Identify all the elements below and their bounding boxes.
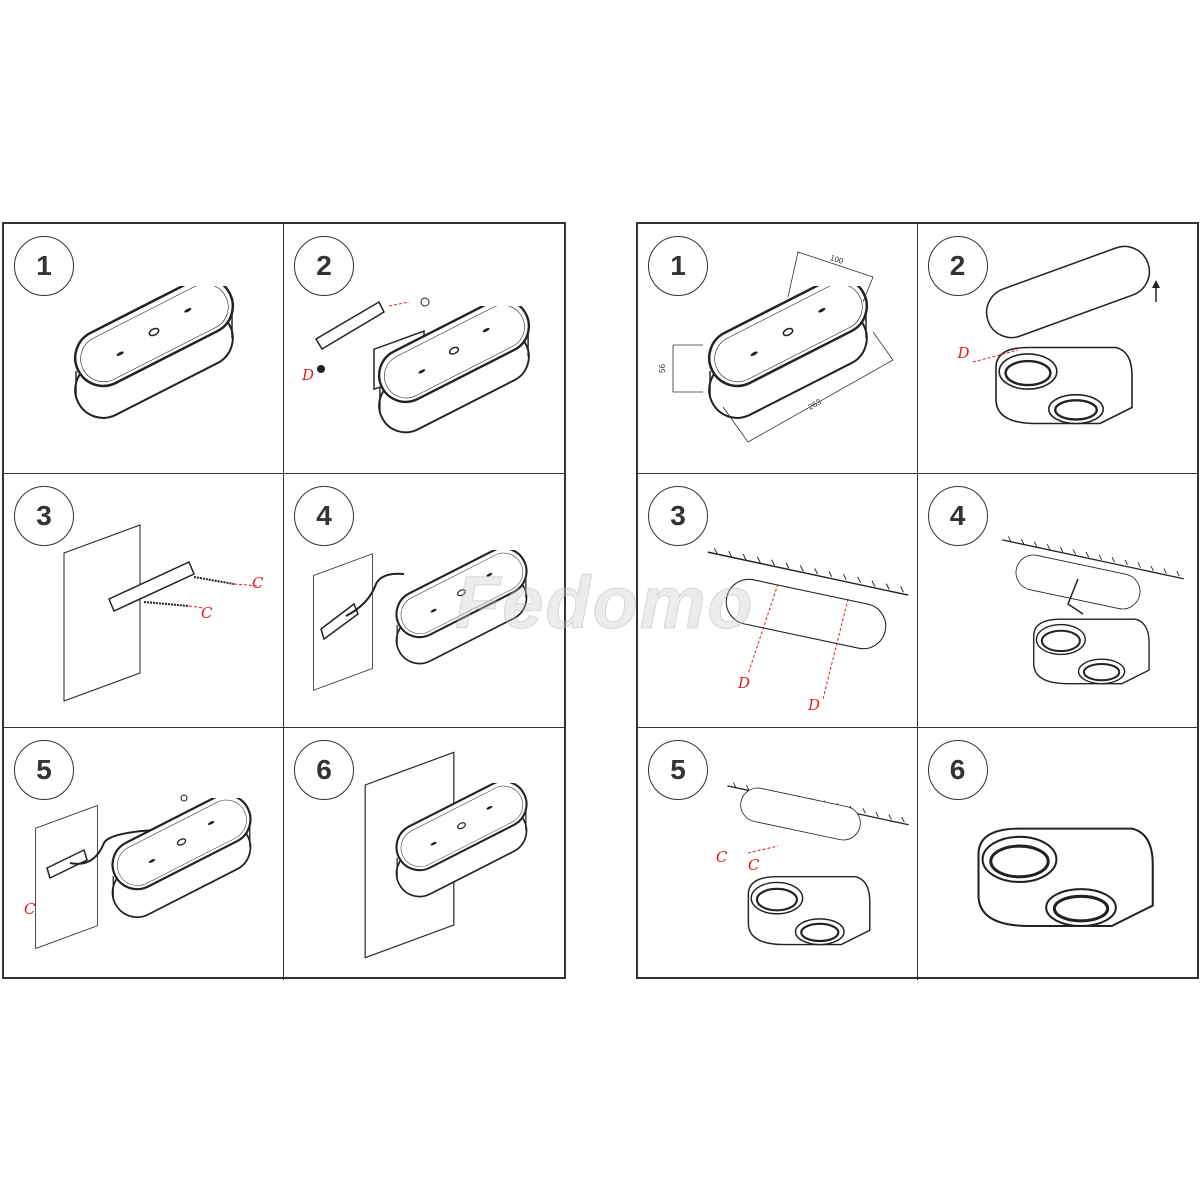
bracket-detach-drawing (314, 297, 540, 441)
height-dimension: 56 (657, 364, 667, 373)
step-number: 1 (648, 236, 708, 296)
lamp-fasten-drawing (35, 794, 261, 949)
step-number: 4 (294, 486, 354, 546)
step-number: 2 (294, 236, 354, 296)
ceiling-plate-screw-drawing (706, 547, 910, 700)
bracket-screw-wall-drawing (63, 524, 260, 702)
cover-remove-drawing (972, 245, 1160, 425)
step-number: 3 (14, 486, 74, 546)
step-number: 5 (648, 740, 708, 800)
fastener-label-d: D (808, 696, 821, 714)
fastener-label-c: C (748, 856, 760, 874)
right-step-3: 3 D D (638, 474, 918, 728)
ceiling-lamp-fasten-drawing (726, 781, 910, 946)
step-number: 6 (294, 740, 354, 800)
step-number: 4 (927, 486, 988, 546)
step-number: 6 (927, 740, 988, 800)
step-number: 3 (648, 486, 708, 546)
fastener-label-d: D (302, 366, 315, 384)
left-step-6: 6 (284, 728, 564, 980)
ceiling-mount-instructions: 1 100 56 263 2 D 3 D D 4 (636, 222, 1199, 980)
right-step-5: 5 C C (638, 728, 918, 980)
left-step-3: 3 C C (4, 474, 284, 728)
fastener-label-d: D (738, 674, 751, 692)
right-step-4: 4 (917, 474, 1197, 728)
wire-connect-drawing (313, 550, 536, 691)
watermark: Fedomo (455, 561, 755, 645)
left-step-2: 2 D (284, 224, 564, 474)
left-step-5: 5 C (4, 728, 284, 980)
left-step-1: 1 100 56 263 (4, 224, 284, 474)
right-step-6: 6 (918, 728, 1198, 980)
step-number: 2 (927, 236, 988, 296)
fastener-label-c: C (716, 848, 728, 866)
fastener-label-c: C (24, 900, 36, 918)
right-step-1: 1 100 56 263 (638, 224, 918, 474)
fastener-label-c: C (252, 574, 264, 592)
left-step-4: 4 (284, 474, 564, 728)
fastener-label-c: C (201, 604, 213, 622)
wall-mount-instructions: 1 100 56 263 2 D 3 C C 4 (2, 222, 566, 980)
lamp-dimension-drawing (672, 251, 894, 443)
step-number: 5 (14, 740, 74, 800)
fastener-label-d: D (957, 344, 970, 362)
step-number: 1 (14, 236, 74, 296)
ceiling-wire-connect-drawing (1000, 535, 1185, 685)
right-step-2: 2 D (917, 224, 1197, 474)
